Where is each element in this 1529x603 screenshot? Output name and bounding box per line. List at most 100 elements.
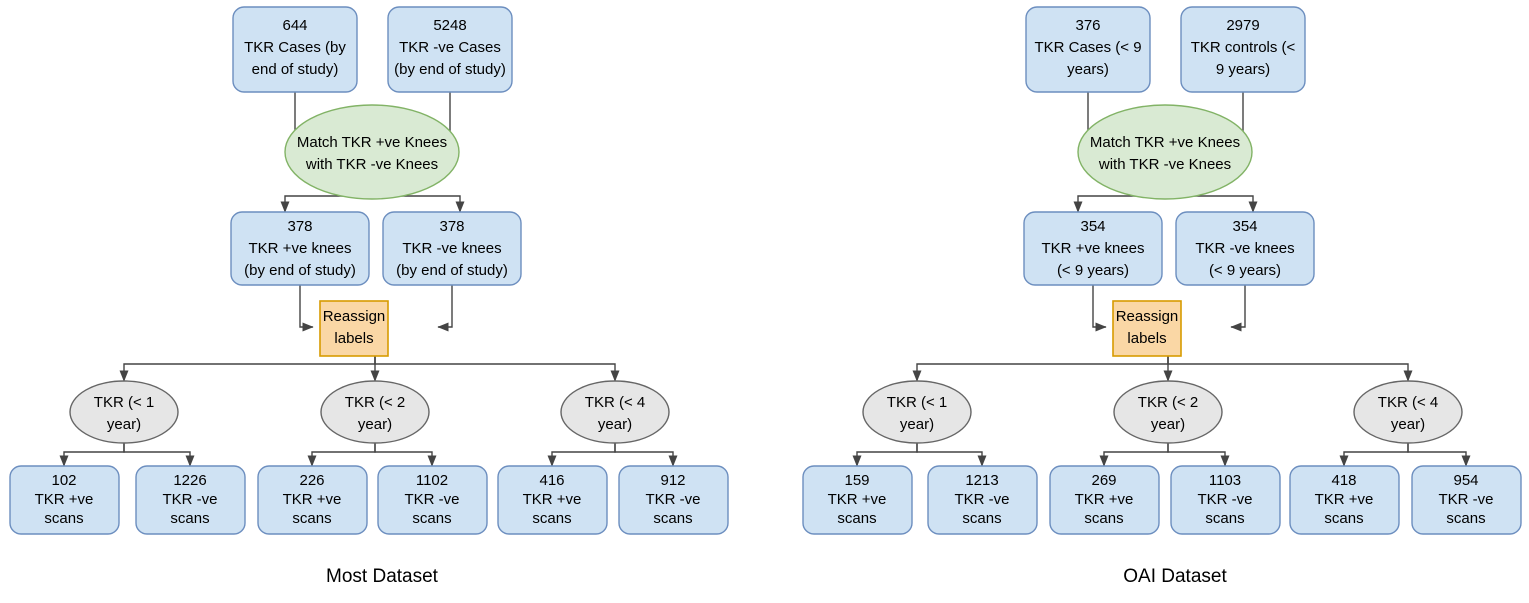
node-group-3-neg[interactable]: 912 TKR -ve scans (618, 465, 729, 535)
node-oai-group-3-ellipse-line1: TKR (< 4 (1378, 394, 1438, 411)
edge-oai-group-1-to-pos (852, 443, 918, 467)
node-oai-source-left-line1: 376 (1075, 17, 1100, 34)
node-group-1-pos-shape (9, 465, 120, 535)
node-oai-matched-right-line3: (< 9 years) (1209, 262, 1281, 279)
edge-group-3-to-neg (614, 443, 678, 467)
node-group-1-pos[interactable]: 102 TKR +ve scans (9, 465, 120, 535)
node-match-step-line2: with TKR -ve Knees (305, 156, 438, 173)
node-oai-group-1-pos[interactable]: 159 TKR +ve scans (802, 465, 913, 535)
node-source-left[interactable]: 644 TKR Cases (by end of study) (232, 6, 358, 93)
node-group-3-neg-line1: 912 (660, 472, 685, 489)
node-oai-reassign-labels-shape (1112, 300, 1182, 357)
node-oai-matched-left[interactable]: 354 TKR +ve knees (< 9 years) (1023, 211, 1163, 286)
node-oai-group-3-pos-line2: TKR +ve (1315, 491, 1374, 508)
node-oai-group-1-neg-line2: TKR -ve (954, 491, 1009, 508)
node-group-3-neg-line3: scans (653, 510, 692, 527)
node-source-right-line2: TKR -ve Cases (399, 39, 501, 56)
node-group-1-neg[interactable]: 1226 TKR -ve scans (135, 465, 246, 535)
node-group-3-pos-line2: TKR +ve (523, 491, 582, 508)
node-oai-group-2-neg-line1: 1103 (1209, 472, 1241, 489)
node-oai-reassign-labels-line2: labels (1127, 330, 1166, 347)
node-group-2-pos[interactable]: 226 TKR +ve scans (257, 465, 368, 535)
node-oai-group-2-pos-line1: 269 (1091, 472, 1116, 489)
node-matched-right-line3: (by end of study) (396, 262, 508, 279)
node-reassign-labels-line2: labels (334, 330, 373, 347)
node-group-2-pos-line2: TKR +ve (283, 491, 342, 508)
node-oai-group-2-neg-shape (1170, 465, 1281, 535)
node-group-3-ellipse[interactable]: TKR (< 4 year) (560, 380, 670, 444)
node-oai-match-step-line1: Match TKR +ve Knees (1090, 134, 1240, 151)
node-oai-group-2-neg-line3: scans (1205, 510, 1244, 527)
node-oai-match-step-line2: with TKR -ve Knees (1098, 156, 1231, 173)
node-oai-group-3-neg-line2: TKR -ve (1438, 491, 1493, 508)
node-group-3-pos-shape (497, 465, 608, 535)
node-oai-reassign-labels-line1: Reassign (1116, 308, 1179, 325)
node-oai-source-right-line3: 9 years) (1216, 61, 1270, 78)
node-matched-left[interactable]: 378 TKR +ve knees (by end of study) (230, 211, 370, 286)
node-oai-group-3-neg-shape (1411, 465, 1522, 535)
node-source-left-line1: 644 (282, 17, 307, 34)
node-group-3-neg-line2: TKR -ve (645, 491, 700, 508)
node-matched-left-line1: 378 (287, 218, 312, 235)
node-oai-group-2-neg-line2: TKR -ve (1197, 491, 1252, 508)
node-oai-group-1-pos-line2: TKR +ve (828, 491, 887, 508)
node-oai-group-3-ellipse-shape (1353, 380, 1463, 444)
node-group-1-pos-line2: TKR +ve (35, 491, 94, 508)
node-oai-group-2-pos[interactable]: 269 TKR +ve scans (1049, 465, 1160, 535)
diagram-most: 644 TKR Cases (by end of study) 5248 TKR… (9, 6, 729, 587)
node-oai-source-right[interactable]: 2979 TKR controls (< 9 years) (1180, 6, 1306, 93)
node-group-1-neg-line3: scans (170, 510, 209, 527)
node-group-1-neg-shape (135, 465, 246, 535)
node-oai-group-1-pos-line1: 159 (844, 472, 869, 489)
node-oai-group-3-ellipse-line2: year) (1391, 416, 1425, 433)
edge-oai-reassign-to-group-3 (1167, 356, 1413, 382)
edge-oai-group-1-to-neg (916, 443, 987, 467)
node-oai-match-step-shape (1077, 104, 1253, 200)
node-source-left-line2: TKR Cases (by (244, 39, 346, 56)
node-oai-group-3-neg-line1: 954 (1453, 472, 1478, 489)
node-reassign-labels[interactable]: Reassign labels (319, 300, 389, 357)
node-oai-group-3-neg-line3: scans (1446, 510, 1485, 527)
edge-oai-matched-left-to-reassign (1092, 285, 1107, 332)
node-oai-matched-left-line3: (< 9 years) (1057, 262, 1129, 279)
node-group-1-pos-line3: scans (44, 510, 83, 527)
node-oai-source-left[interactable]: 376 TKR Cases (< 9 years) (1025, 6, 1151, 93)
node-oai-group-1-ellipse[interactable]: TKR (< 1 year) (862, 380, 972, 444)
node-oai-group-3-pos-shape (1289, 465, 1400, 535)
node-source-right[interactable]: 5248 TKR -ve Cases (by end of study) (387, 6, 513, 93)
node-match-step[interactable]: Match TKR +ve Knees with TKR -ve Knees (284, 104, 460, 200)
node-oai-matched-right[interactable]: 354 TKR -ve knees (< 9 years) (1175, 211, 1315, 286)
node-group-2-neg[interactable]: 1102 TKR -ve scans (377, 465, 488, 535)
node-matched-right[interactable]: 378 TKR -ve knees (by end of study) (382, 211, 522, 286)
node-oai-group-2-neg[interactable]: 1103 TKR -ve scans (1170, 465, 1281, 535)
node-oai-group-2-pos-line3: scans (1084, 510, 1123, 527)
node-oai-reassign-labels[interactable]: Reassign labels (1112, 300, 1182, 357)
node-group-2-pos-line1: 226 (299, 472, 324, 489)
edge-oai-group-2-to-pos (1099, 443, 1169, 467)
node-oai-group-3-neg[interactable]: 954 TKR -ve scans (1411, 465, 1522, 535)
node-source-left-shape (232, 6, 358, 93)
edge-oai-group-3-to-pos (1339, 443, 1409, 467)
node-oai-group-1-ellipse-shape (862, 380, 972, 444)
node-oai-group-3-pos[interactable]: 418 TKR +ve scans (1289, 465, 1400, 535)
node-oai-match-step[interactable]: Match TKR +ve Knees with TKR -ve Knees (1077, 104, 1253, 200)
node-group-2-ellipse[interactable]: TKR (< 2 year) (320, 380, 430, 444)
node-oai-group-3-ellipse[interactable]: TKR (< 4 year) (1353, 380, 1463, 444)
node-source-right-line3: (by end of study) (394, 61, 506, 78)
node-oai-group-2-ellipse[interactable]: TKR (< 2 year) (1113, 380, 1223, 444)
node-group-1-ellipse[interactable]: TKR (< 1 year) (69, 380, 179, 444)
node-oai-group-2-ellipse-line1: TKR (< 2 (1138, 394, 1198, 411)
edge-group-1-to-neg (123, 443, 195, 467)
node-group-3-ellipse-line2: year) (598, 416, 632, 433)
node-matched-left-line3: (by end of study) (244, 262, 356, 279)
node-oai-source-left-line3: years) (1067, 61, 1109, 78)
node-source-left-line3: end of study) (252, 61, 339, 78)
node-group-2-ellipse-line1: TKR (< 2 (345, 394, 405, 411)
node-group-1-ellipse-line1: TKR (< 1 (94, 394, 154, 411)
node-group-3-pos[interactable]: 416 TKR +ve scans (497, 465, 608, 535)
edge-reassign-to-group-3 (374, 356, 620, 382)
diagram-caption-most: Most Dataset (326, 566, 439, 587)
node-oai-group-1-neg[interactable]: 1213 TKR -ve scans (927, 465, 1038, 535)
